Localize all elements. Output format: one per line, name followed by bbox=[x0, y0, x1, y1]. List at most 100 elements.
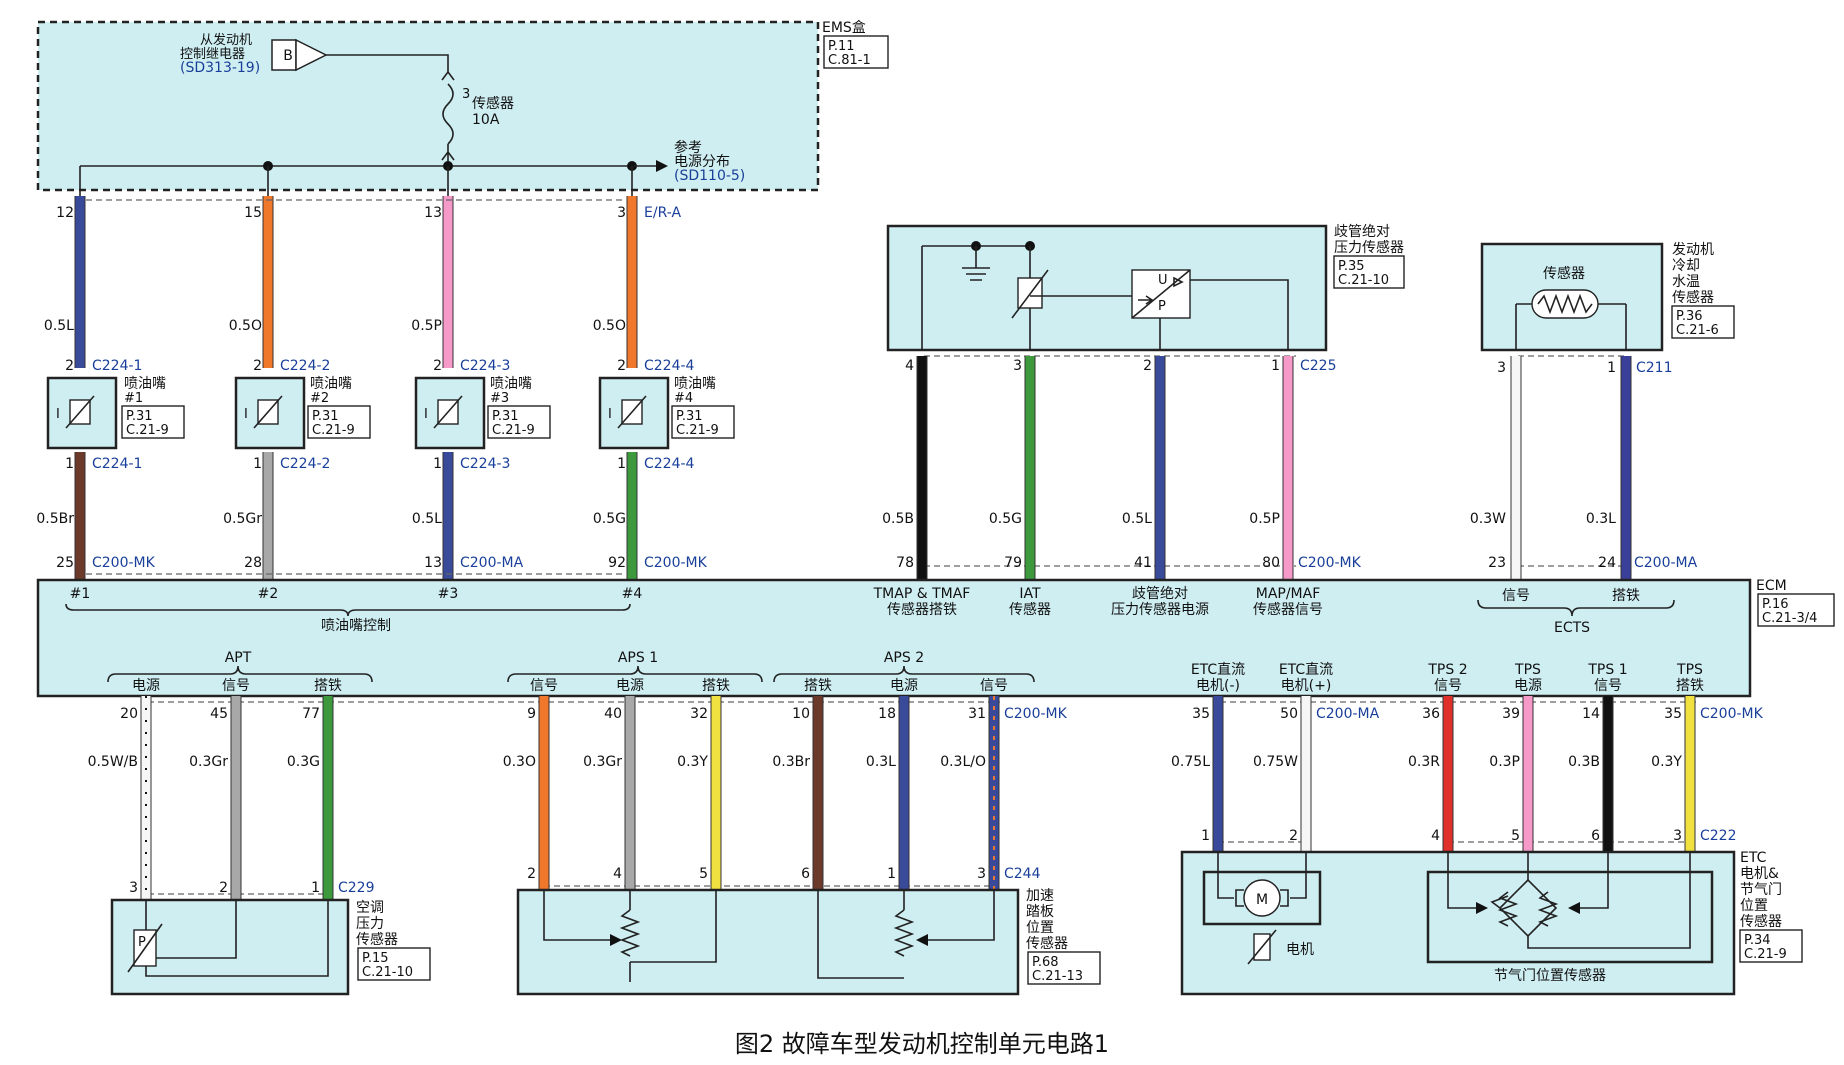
svg-text:信号: 信号 bbox=[980, 678, 1008, 694]
svg-text:C222: C222 bbox=[1700, 828, 1737, 844]
svg-text:0.5P: 0.5P bbox=[411, 318, 442, 334]
svg-text:电源: 电源 bbox=[616, 678, 644, 694]
svg-text:77: 77 bbox=[302, 706, 320, 722]
svg-text:信号: 信号 bbox=[530, 678, 558, 694]
svg-text:P.36: P.36 bbox=[1676, 309, 1703, 324]
svg-text:M: M bbox=[1256, 892, 1268, 908]
svg-text:0.3Gr: 0.3Gr bbox=[583, 754, 622, 770]
svg-text:2: 2 bbox=[617, 358, 626, 374]
svg-text:1: 1 bbox=[887, 866, 896, 882]
svg-text:APS 2: APS 2 bbox=[884, 650, 924, 666]
svg-text:4: 4 bbox=[905, 358, 914, 374]
relay-pin: B bbox=[283, 48, 293, 64]
svg-text:C224-3: C224-3 bbox=[460, 456, 510, 472]
injector-2: 15 0.5O 2 C224-2 I 喷油嘴 #2 P.31 C.21-9 1 … bbox=[223, 205, 371, 571]
lower-wires bbox=[140, 696, 1700, 900]
svg-text:C.21-10: C.21-10 bbox=[1338, 273, 1389, 288]
svg-text:ETC: ETC bbox=[1740, 850, 1767, 866]
svg-text:踏板: 踏板 bbox=[1026, 904, 1054, 920]
injector-wires bbox=[74, 196, 638, 580]
svg-text:I: I bbox=[424, 407, 428, 422]
svg-text:位置: 位置 bbox=[1026, 920, 1054, 936]
svg-text:0.5W/B: 0.5W/B bbox=[88, 754, 138, 770]
svg-text:传感器: 传感器 bbox=[1026, 935, 1068, 952]
svg-text:歧管绝对: 歧管绝对 bbox=[1334, 224, 1390, 240]
svg-text:0.5P: 0.5P bbox=[1249, 511, 1280, 527]
svg-text:#2: #2 bbox=[258, 586, 279, 602]
svg-text:传感器: 传感器 bbox=[356, 931, 398, 948]
svg-text:传感器: 传感器 bbox=[1009, 601, 1051, 618]
svg-text:40: 40 bbox=[604, 706, 622, 722]
svg-text:1: 1 bbox=[311, 880, 320, 896]
svg-text:C229: C229 bbox=[338, 880, 375, 896]
svg-text:ETC直流: ETC直流 bbox=[1191, 661, 1245, 678]
injector-icon: I bbox=[424, 395, 463, 429]
injector-3: 13 0.5P 2 C224-3 I 喷油嘴 #3 P.31 C.21-9 1 … bbox=[411, 205, 551, 571]
svg-text:0.3G: 0.3G bbox=[287, 754, 320, 770]
svg-text:#3: #3 bbox=[438, 586, 459, 602]
svg-text:U: U bbox=[1158, 273, 1168, 288]
svg-text:传感器: 传感器 bbox=[1672, 289, 1714, 306]
svg-text:0.3W: 0.3W bbox=[1470, 511, 1506, 527]
inj1-top-pin: 12 bbox=[56, 205, 74, 221]
svg-text:13: 13 bbox=[424, 555, 442, 571]
er-a-label: E/R-A bbox=[644, 205, 681, 221]
ground-icon bbox=[962, 246, 990, 281]
svg-text:0.75L: 0.75L bbox=[1171, 754, 1210, 770]
svg-text:电源: 电源 bbox=[132, 678, 160, 694]
relay-ref: (SD313-19) bbox=[180, 60, 260, 76]
svg-text:0.5O: 0.5O bbox=[593, 318, 626, 334]
svg-text:ECTS: ECTS bbox=[1554, 620, 1590, 636]
svg-text:电源: 电源 bbox=[1514, 678, 1542, 694]
ems-label: EMS盒 bbox=[822, 19, 866, 36]
svg-text:#1: #1 bbox=[70, 586, 91, 602]
ems-ref-2: C.81-1 bbox=[828, 53, 871, 68]
svg-text:ETC直流: ETC直流 bbox=[1279, 661, 1333, 678]
svg-text:3: 3 bbox=[129, 880, 138, 896]
etc-tps-sensor: 35 50 C200-MA 0.75L 0.75W 1 2 36 39 14 3… bbox=[1171, 706, 1803, 996]
svg-text:传感器信号: 传感器信号 bbox=[1253, 601, 1323, 618]
svg-text:喷油嘴控制: 喷油嘴控制 bbox=[321, 618, 391, 634]
svg-text:0.3Y: 0.3Y bbox=[1651, 754, 1682, 770]
svg-text:2: 2 bbox=[65, 358, 74, 374]
svg-text:C200-MK: C200-MK bbox=[1298, 555, 1362, 571]
svg-text:C224-2: C224-2 bbox=[280, 456, 330, 472]
svg-text:5: 5 bbox=[699, 866, 708, 882]
ects-sensor: 发动机 冷却 水温 传感器 P.36 C.21-6 传感器 3 1 C211 0… bbox=[1470, 242, 1735, 580]
svg-text:0.3R: 0.3R bbox=[1408, 754, 1440, 770]
svg-text:传感器: 传感器 bbox=[1740, 913, 1782, 930]
svg-text:电机(-): 电机(-) bbox=[1196, 678, 1240, 694]
svg-text:#4: #4 bbox=[622, 586, 643, 602]
inj1-conn-top: C224-1 bbox=[92, 358, 142, 374]
fuse-name: 传感器 bbox=[472, 95, 514, 112]
svg-text:0.5O: 0.5O bbox=[229, 318, 262, 334]
svg-text:信号: 信号 bbox=[1502, 588, 1530, 604]
fuse-num: 3 bbox=[462, 87, 470, 102]
injector-icon: I bbox=[56, 395, 95, 429]
svg-text:C.21-10: C.21-10 bbox=[362, 965, 413, 980]
svg-text:0.5L: 0.5L bbox=[412, 511, 442, 527]
injector-4: 3 E/R-A 0.5O 2 C224-4 I 喷油嘴 #4 P.31 C.21… bbox=[593, 205, 735, 571]
svg-text:9: 9 bbox=[527, 706, 536, 722]
ems-ref-1: P.11 bbox=[828, 39, 855, 54]
svg-text:41: 41 bbox=[1134, 555, 1152, 571]
power-ref-2: 电源分布 bbox=[674, 154, 730, 170]
svg-text:发动机: 发动机 bbox=[1672, 242, 1714, 258]
svg-text:P.31: P.31 bbox=[312, 409, 339, 424]
svg-text:24: 24 bbox=[1598, 555, 1616, 571]
fuse-icon bbox=[441, 71, 455, 161]
svg-text:23: 23 bbox=[1488, 555, 1506, 571]
svg-text:0.5L: 0.5L bbox=[1122, 511, 1152, 527]
inj1-bot-wire: 0.5Br bbox=[36, 511, 74, 527]
svg-text:APS 1: APS 1 bbox=[618, 650, 658, 666]
svg-text:C200-MK: C200-MK bbox=[1700, 706, 1764, 722]
svg-text:0.3P: 0.3P bbox=[1489, 754, 1520, 770]
injector-icon: I bbox=[244, 395, 283, 429]
svg-text:C200-MA: C200-MA bbox=[1634, 555, 1698, 571]
relay-connector-icon bbox=[271, 38, 328, 72]
svg-text:搭铁: 搭铁 bbox=[804, 678, 832, 694]
svg-text:C.21-9: C.21-9 bbox=[492, 423, 535, 438]
svg-text:TPS 1: TPS 1 bbox=[1587, 662, 1627, 678]
svg-text:0.5G: 0.5G bbox=[989, 511, 1022, 527]
